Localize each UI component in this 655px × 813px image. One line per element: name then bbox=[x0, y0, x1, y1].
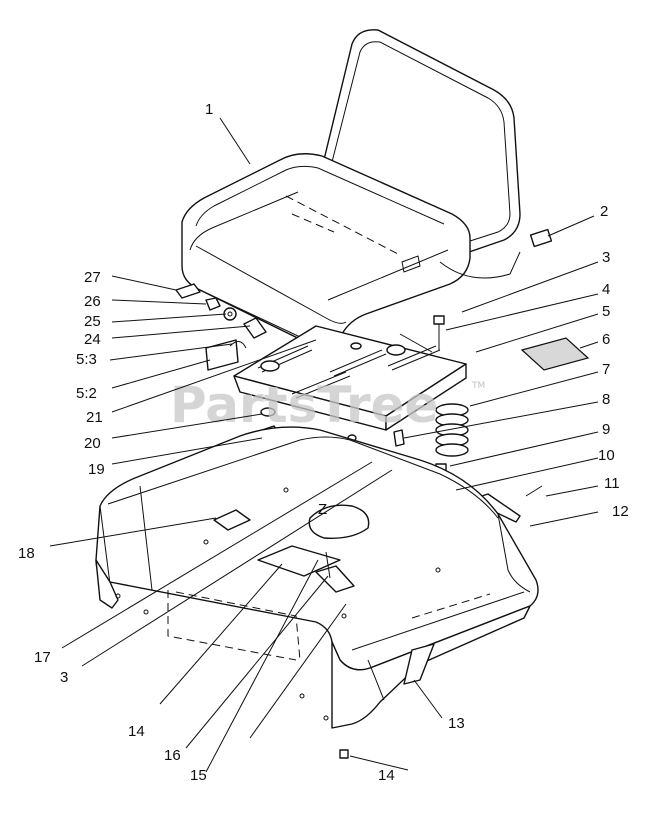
callout-24: 24 bbox=[84, 331, 101, 348]
callout-15: 15 bbox=[190, 767, 207, 784]
callout-5-2: 5:2 bbox=[76, 385, 97, 402]
callout-z: Z bbox=[318, 501, 327, 518]
callout-5: 5 bbox=[602, 303, 610, 320]
callout-3: 3 bbox=[602, 249, 610, 266]
callout-10: 10 bbox=[598, 447, 615, 464]
callout-labels: 1 2 3 4 5 6 7 8 9 10 11 12 13 14 15 16 1… bbox=[18, 101, 629, 784]
callout-14-lower: 14 bbox=[378, 767, 395, 784]
callout-7: 7 bbox=[602, 361, 610, 378]
callout-13: 13 bbox=[448, 715, 465, 732]
callout-2: 2 bbox=[600, 203, 608, 220]
callout-4: 4 bbox=[602, 281, 610, 298]
callout-6: 6 bbox=[602, 331, 610, 348]
callout-25: 25 bbox=[84, 313, 101, 330]
callout-16: 16 bbox=[164, 747, 181, 764]
callout-9: 9 bbox=[602, 421, 610, 438]
watermark-trademark: TM bbox=[471, 381, 485, 391]
callout-3-lower: 3 bbox=[60, 669, 68, 686]
watermark-logo: PartsTree bbox=[170, 376, 438, 434]
callout-8: 8 bbox=[602, 391, 610, 408]
callout-1: 1 bbox=[205, 101, 213, 118]
callout-19: 19 bbox=[88, 461, 105, 478]
spring bbox=[435, 403, 469, 457]
callout-12: 12 bbox=[612, 503, 629, 520]
callout-26: 26 bbox=[84, 293, 101, 310]
fender-body bbox=[95, 426, 539, 729]
callout-17: 17 bbox=[34, 649, 51, 666]
callout-14: 14 bbox=[128, 723, 145, 740]
callout-21: 21 bbox=[86, 409, 103, 426]
callout-18: 18 bbox=[18, 545, 35, 562]
callout-5-3: 5:3 bbox=[76, 351, 97, 368]
callout-20: 20 bbox=[84, 435, 101, 452]
leader-lines bbox=[49, 117, 599, 773]
seat bbox=[181, 29, 553, 353]
callout-27: 27 bbox=[84, 269, 101, 286]
callout-11: 11 bbox=[604, 475, 620, 492]
